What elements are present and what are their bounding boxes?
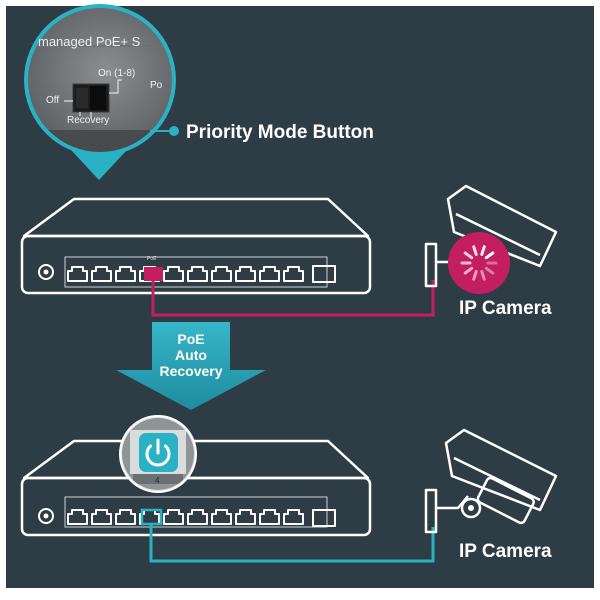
- bottom-switch: [20, 439, 372, 537]
- top-sfp-slot: [312, 265, 336, 283]
- bottom-port-6: [187, 509, 208, 525]
- top-port-highlight: [144, 267, 163, 281]
- callout-leader-dot: [169, 126, 179, 136]
- bottom-port-5: [163, 509, 184, 525]
- poe-auto-recovery-arrow: [116, 322, 266, 410]
- bottom-port-10: [283, 509, 304, 525]
- recovery-power-icon: [145, 444, 171, 467]
- top-port-2: [91, 266, 112, 282]
- spinner-tick: [484, 266, 495, 275]
- priority-switch-zoom: [24, 4, 179, 180]
- top-power-jack: [38, 264, 54, 280]
- recovered-port-zoom: [119, 415, 197, 493]
- top-port-10: [283, 266, 304, 282]
- top-port-9: [259, 266, 280, 282]
- top-camera-mount: [424, 242, 438, 288]
- bottom-ip-camera-label: IP Camera: [459, 541, 552, 562]
- spinner-tick: [480, 245, 486, 256]
- partial-po-label: Po: [150, 80, 163, 91]
- bottom-camera-lens: [460, 497, 482, 519]
- top-ip-camera-label: IP Camera: [459, 298, 552, 319]
- spinner-tick: [463, 266, 474, 275]
- bottom-switch-front: [20, 476, 372, 537]
- top-port-1: [67, 266, 88, 282]
- top-port-3: [115, 266, 136, 282]
- zoom-port-number: 4: [155, 476, 160, 485]
- top-port-7: [211, 266, 232, 282]
- bottom-ip-camera: [424, 428, 558, 534]
- poe-auto-recovery-label: PoE Auto Recovery: [150, 331, 232, 379]
- spinner-tick: [472, 270, 478, 281]
- arrow-line-2: Auto: [175, 347, 207, 363]
- bottom-port-highlight: [140, 508, 163, 526]
- arrow-line-1: PoE: [177, 331, 205, 347]
- spinner-tick: [480, 270, 486, 281]
- bottom-camera-mount: [424, 488, 438, 534]
- bottom-port-3: [115, 509, 136, 525]
- bottom-port-9: [259, 509, 280, 525]
- top-camera-error-badge: [448, 232, 510, 294]
- bottom-port-8: [235, 509, 256, 525]
- top-port-marker: PoE: [147, 256, 157, 262]
- top-port-8: [235, 266, 256, 282]
- bottom-cable-recovered: [149, 523, 435, 563]
- zoom-header-text: managed PoE+ S: [38, 34, 141, 49]
- bottom-sfp-slot: [312, 509, 336, 527]
- switch-recovery-label: Recovery: [67, 115, 110, 126]
- bottom-power-jack: [38, 508, 54, 524]
- switch-off-label: Off: [46, 95, 60, 106]
- priority-mode-button-label: Priority Mode Button: [186, 122, 374, 143]
- bottom-port-1: [67, 509, 88, 525]
- dip-switch-lever: [90, 86, 106, 110]
- top-camera-body: [446, 184, 558, 268]
- bottom-camera-body: [444, 428, 558, 512]
- bottom-port-row: [67, 509, 304, 525]
- spinner-tick: [463, 251, 474, 260]
- spinner-tick: [472, 245, 478, 256]
- spinner-tick: [484, 251, 495, 260]
- switch-on-label: On (1-8): [98, 68, 136, 79]
- top-switch: [20, 197, 372, 295]
- bottom-port-2: [91, 509, 112, 525]
- top-port-5: [163, 266, 184, 282]
- top-port-6: [187, 266, 208, 282]
- arrow-line-3: Recovery: [159, 363, 223, 379]
- bottom-port-7: [211, 509, 232, 525]
- top-switch-front: [20, 234, 372, 295]
- top-cable-faulty: [151, 280, 435, 317]
